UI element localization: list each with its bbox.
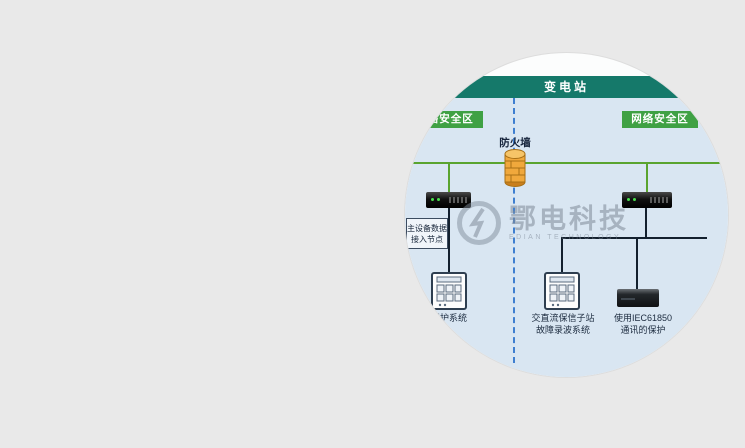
- connector-line-comm-device: [636, 237, 638, 289]
- switch-vents-icon: [449, 197, 467, 203]
- access-node-line2: 接入节点: [411, 235, 443, 244]
- network-switch-icon-right: [622, 192, 672, 208]
- substation-title-band: 变电站: [405, 76, 728, 98]
- zone-badge-right: 网络安全区: [622, 111, 698, 128]
- caption-left-text: 保护系统: [430, 313, 467, 323]
- firewall-icon: [502, 148, 528, 188]
- comm-device-icon: [617, 289, 659, 307]
- protection-device-icon-left: [431, 272, 467, 310]
- zone-boundary-dashed-line: [513, 98, 515, 363]
- firewall-label: 防火墙: [499, 137, 531, 149]
- caption-middle-line1: 交直流保信子站: [531, 313, 595, 323]
- connector-line-right: [645, 208, 647, 237]
- green-bus-line: [405, 162, 728, 164]
- zone-badge-left-label: 网络安全区: [416, 113, 474, 125]
- network-switch-icon-left: [426, 192, 471, 208]
- access-node-box: 主设备数据 接入节点: [406, 218, 448, 249]
- green-drop-line-right: [646, 164, 648, 193]
- connector-line-middle-device: [561, 237, 563, 272]
- switch-led-icon: [431, 198, 434, 201]
- substation-diagram-circle: 变电站 网络安全区 网络安全区 防火墙: [405, 53, 728, 377]
- caption-middle-line2: 故障录波系统: [535, 325, 590, 335]
- zone-badge-left: 网络安全区: [407, 111, 483, 128]
- caption-right-line2: 通讯的保护: [620, 325, 666, 335]
- switch-led-icon: [627, 198, 630, 201]
- connector-bus-right: [561, 237, 707, 239]
- green-drop-line-left: [448, 164, 450, 193]
- access-node-line1: 主设备数据: [407, 224, 447, 233]
- caption-left: 保护系统: [411, 312, 487, 324]
- protection-device-icon-middle: [544, 272, 580, 310]
- connector-line-left: [448, 208, 450, 272]
- caption-right-line1: 使用IEC61850: [613, 313, 673, 323]
- caption-middle: 交直流保信子站 故障录波系统: [523, 312, 603, 336]
- switch-vents-icon: [650, 197, 668, 203]
- zone-badge-right-label: 网络安全区: [631, 113, 689, 125]
- caption-right: 使用IEC61850 通讯的保护: [601, 312, 685, 336]
- substation-title: 变电站: [543, 80, 589, 94]
